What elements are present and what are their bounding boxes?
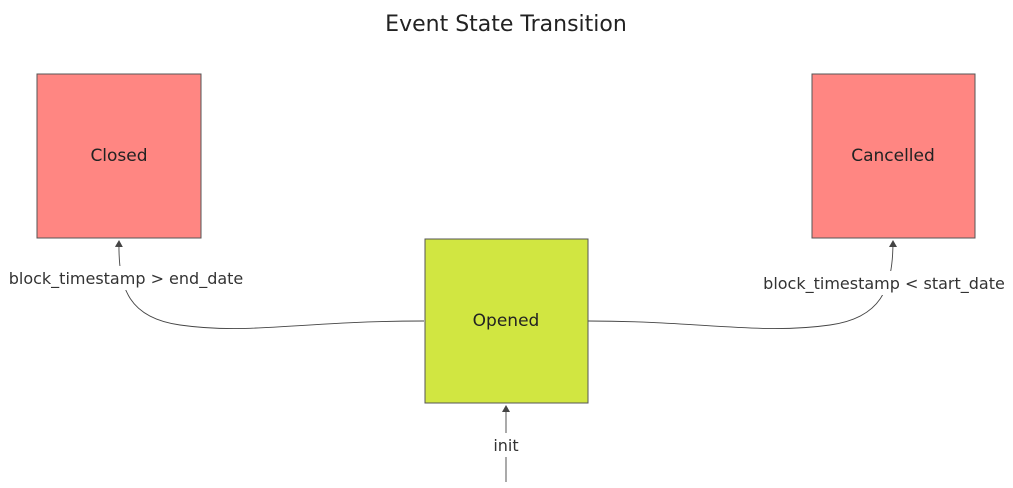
state-node-opened[interactable]: Opened — [424, 238, 589, 404]
state-box-opened — [424, 238, 589, 404]
transition-label-opened-to-cancelled: block_timestamp < start_date — [763, 274, 1005, 294]
state-box-closed — [36, 73, 202, 239]
state-node-closed[interactable]: Closed — [36, 73, 202, 239]
state-label-opened: Opened — [473, 311, 540, 331]
state-label-cancelled: Cancelled — [851, 146, 935, 166]
diagram-title: Event State Transition — [385, 12, 627, 37]
transition-label-init: init — [493, 436, 518, 455]
edge-label-bg-cancelled — [763, 271, 1005, 295]
transition-label-opened-to-closed: block_timestamp > end_date — [9, 269, 244, 289]
edge-label-bg-closed — [8, 266, 244, 290]
state-box-cancelled — [811, 73, 976, 239]
edge-label-bg-init — [488, 433, 524, 457]
state-node-cancelled[interactable]: Cancelled — [811, 73, 976, 239]
state-label-closed: Closed — [90, 146, 147, 166]
